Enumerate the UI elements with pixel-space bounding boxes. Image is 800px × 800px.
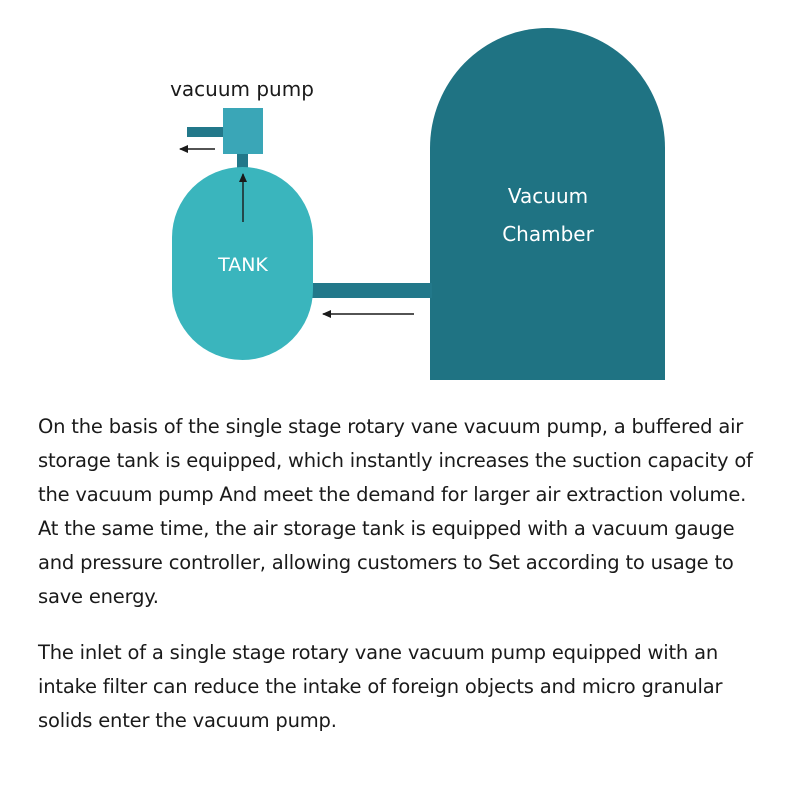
pump-inlet-pipe: [237, 152, 248, 174]
pump-outlet-pipe: [187, 127, 225, 137]
connecting-pipe: [306, 283, 432, 298]
pump-label: vacuum pump: [170, 77, 314, 101]
description-paragraph-2: The inlet of a single stage rotary vane …: [38, 641, 723, 732]
chamber-label-line1: Vacuum: [508, 184, 588, 208]
vacuum-pump: [223, 108, 263, 154]
tank-label: TANK: [217, 254, 268, 276]
vacuum-system-diagram: Vacuum Chamber TANK vacuum pump: [170, 28, 665, 381]
tank: [172, 167, 313, 360]
chamber-label-line2: Chamber: [502, 222, 594, 246]
vacuum-chamber: [430, 28, 665, 381]
description-paragraph-1: On the basis of the single stage rotary …: [38, 415, 753, 608]
